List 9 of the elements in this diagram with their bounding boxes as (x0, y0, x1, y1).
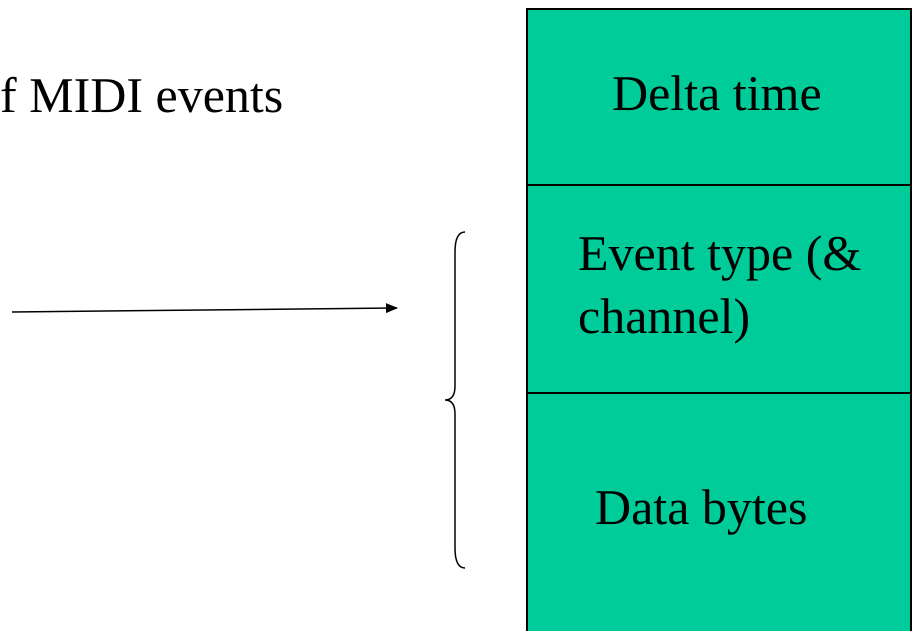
segment-label: Event type (& channel) (578, 224, 862, 346)
segment-label: Delta time (612, 64, 822, 123)
curly-brace (444, 231, 466, 569)
segment-label: Data bytes (595, 478, 808, 537)
segment-box (526, 8, 912, 186)
segment-box (526, 184, 912, 394)
segment-box (526, 392, 912, 631)
heading-text: f MIDI events (0, 66, 284, 124)
arrow (12, 303, 398, 314)
